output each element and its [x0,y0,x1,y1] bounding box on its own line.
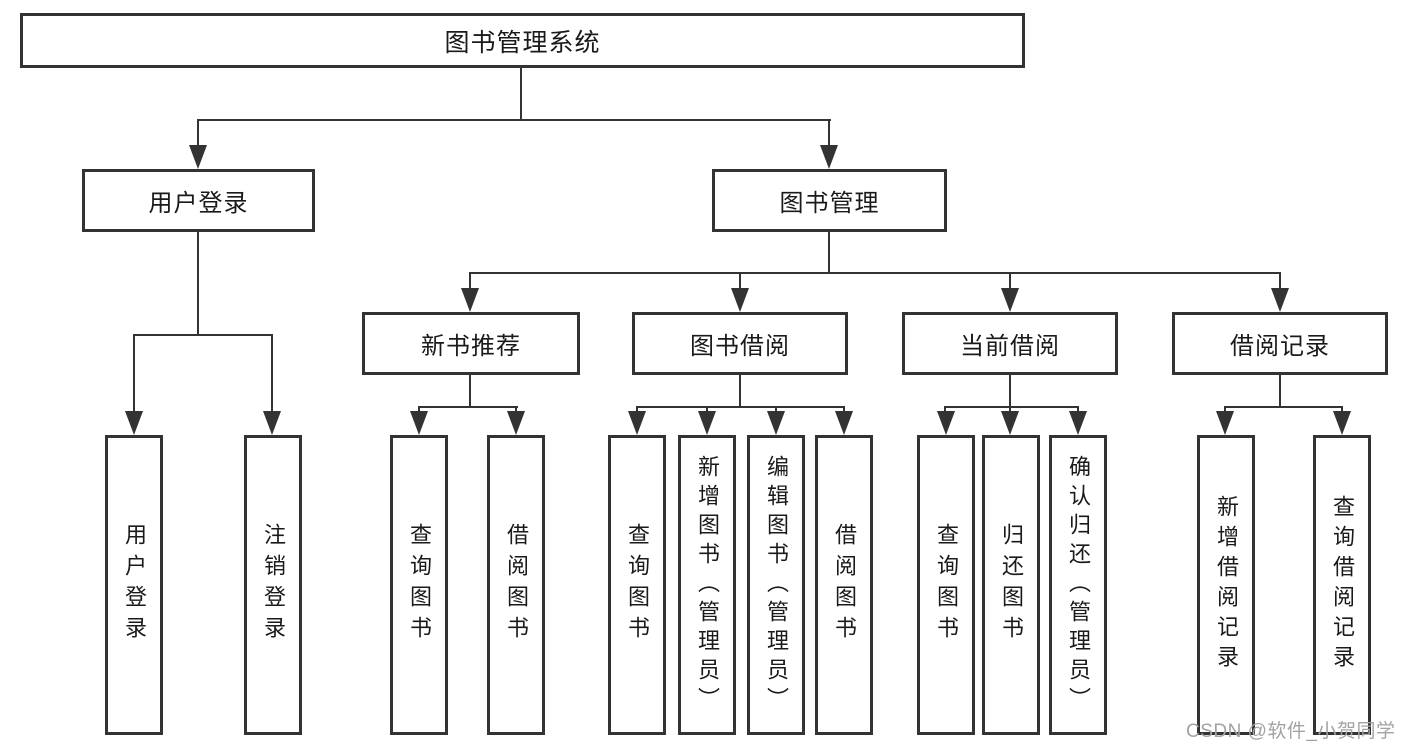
connector-stem-leaf [271,334,273,412]
arrow-down-icon [835,411,853,435]
arrow-down-icon [937,411,955,435]
arrow-down-icon [1001,288,1019,312]
connector-book-mgmt-split [470,272,1281,274]
arrow-down-icon [461,288,479,312]
leaf-confirm-return-admin: 确认归还（管理员） [1049,435,1107,735]
connector-stem-leaf [1224,406,1226,414]
arrow-down-icon [507,411,525,435]
connector-stem-leaf [843,406,845,414]
connector-group-split [1225,406,1343,408]
connector-stem-leaf [133,334,135,412]
connector-root-split [197,119,831,121]
connector-group-split [419,406,518,408]
arrow-down-icon [410,411,428,435]
arrow-down-icon [731,288,749,312]
connector-group-stem [1279,375,1281,407]
connector-group-split [945,406,1079,408]
arrow-down-icon [698,411,716,435]
connector-stem-leaf [636,406,638,414]
leaf-query-borrow-record: 查询借阅记录 [1313,435,1371,735]
node-user-login: 用户登录 [82,169,315,232]
connector-stem-book-mgmt [828,119,830,147]
connector-stem-leaf [469,272,471,290]
leaf-return-books: 归还图书 [982,435,1040,735]
leaf-add-borrow-record: 新增借阅记录 [1197,435,1255,735]
connector-group-stem [1009,375,1011,407]
leaf-edit-books-admin: 编辑图书（管理员） [747,435,805,735]
connector-stem-leaf [1077,406,1079,414]
connector-stem-leaf [1279,272,1281,290]
arrow-down-icon [1333,411,1351,435]
leaf-query-books: 查询图书 [390,435,448,735]
connector-stem-leaf [1009,406,1011,414]
leaf-query-books: 查询图书 [608,435,666,735]
connector-user-login-split [133,334,273,336]
connector-stem-leaf [1009,272,1011,290]
node-book-management: 图书管理 [712,169,947,232]
connector-stem-leaf [775,406,777,414]
csdn-watermark: CSDN @软件_小贺同学 [1186,721,1396,742]
connector-stem-leaf [944,406,946,414]
connector-stem-leaf [418,406,420,414]
node-library-system: 图书管理系统 [20,13,1025,68]
connector-stem-leaf [739,272,741,290]
connector-book-mgmt-stem [828,232,830,273]
connector-stem-leaf [1341,406,1343,414]
leaf-borrow-books: 借阅图书 [487,435,545,735]
arrow-down-icon [1216,411,1234,435]
arrow-down-icon [125,411,143,435]
connector-root-stem [520,68,522,120]
connector-user-login-stem [197,232,199,335]
connector-stem-user-login [197,119,199,147]
connector-stem-leaf [706,406,708,414]
arrow-down-icon [189,145,207,169]
leaf-user-login: 用户登录 [105,435,163,735]
connector-group-stem [739,375,741,407]
leaf-logout: 注销登录 [244,435,302,735]
connector-group-stem [469,375,471,407]
arrow-down-icon [1069,411,1087,435]
node-current-borrow: 当前借阅 [902,312,1118,375]
arrow-down-icon [767,411,785,435]
node-book-borrow: 图书借阅 [632,312,848,375]
arrow-down-icon [1001,411,1019,435]
connector-group-split [637,406,845,408]
arrow-down-icon [820,145,838,169]
leaf-borrow-books: 借阅图书 [815,435,873,735]
arrow-down-icon [1271,288,1289,312]
arrow-down-icon [263,411,281,435]
leaf-add-books-admin: 新增图书（管理员） [678,435,736,735]
node-borrow-records: 借阅记录 [1172,312,1388,375]
node-new-book-recommend: 新书推荐 [362,312,580,375]
connector-stem-leaf [515,406,517,414]
arrow-down-icon [628,411,646,435]
leaf-query-books: 查询图书 [917,435,975,735]
